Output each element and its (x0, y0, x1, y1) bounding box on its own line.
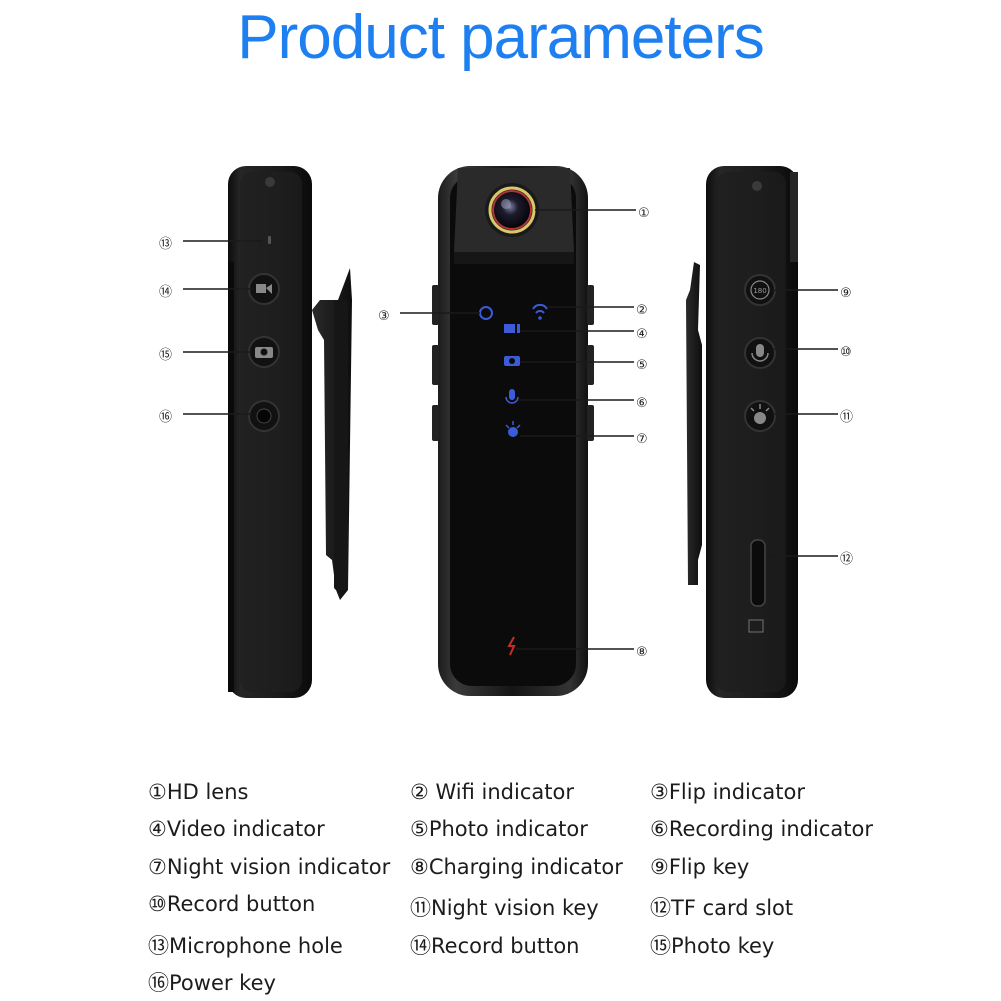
callout-16: ⑯ (159, 410, 172, 425)
legend-item-11: ⑪Night vision key (410, 896, 599, 920)
screw-icon (265, 177, 275, 187)
legend-item-1: ①HD lens (148, 780, 249, 804)
callout-12: ⑫ (840, 552, 853, 567)
legend-item-10: ⑩Record button (148, 892, 316, 916)
callout-15: ⑮ (159, 348, 172, 363)
legend-item-5: ⑤Photo indicator (410, 817, 588, 841)
tf-card-slot (750, 539, 766, 607)
legend-item-12: ⑫TF card slot (650, 896, 794, 920)
page-title: Product parameters (237, 3, 764, 72)
callout-6: ⑥ (636, 396, 648, 411)
legend-item-16: ⑯Power key (148, 971, 276, 995)
device-right-side-view: 180 (686, 166, 798, 698)
legend-item-15: ⑮Photo key (650, 934, 775, 958)
video-indicator-icon (504, 324, 515, 333)
callout-9: ⑨ (840, 286, 852, 301)
night-vision-indicator-icon (508, 427, 518, 437)
legend-item-7: ⑦Night vision indicator (148, 855, 391, 879)
callout-3: ③ (378, 309, 390, 324)
screw-icon (752, 181, 762, 191)
callout-5: ⑤ (636, 358, 648, 373)
charging-indicator-icon (507, 636, 516, 656)
recording-indicator-icon (509, 389, 515, 400)
legend-item-9: ⑨Flip key (650, 855, 750, 879)
legend-item-6: ⑥Recording indicator (650, 817, 873, 841)
wifi-indicator-icon (532, 303, 548, 314)
callout-4: ④ (636, 327, 648, 342)
device-left-side-view (228, 166, 352, 698)
callout-14: ⑭ (159, 285, 172, 300)
callout-8: ⑧ (636, 645, 648, 660)
leader-lines (183, 209, 838, 650)
legend-item-2: ② Wifi indicator (410, 780, 574, 804)
callout-1: ① (638, 206, 650, 221)
callout-2: ② (636, 303, 648, 318)
legend-item-13: ⑬Microphone hole (148, 934, 343, 958)
legend-item-14: ⑭Record button (410, 934, 580, 958)
callout-7: ⑦ (636, 432, 648, 447)
legend-item-4: ④Video indicator (148, 817, 325, 841)
callout-13: ⑬ (159, 237, 172, 252)
device-front-view (432, 166, 594, 696)
callout-11: ⑪ (840, 410, 853, 425)
callout-10: ⑩ (840, 345, 852, 360)
microphone-hole (268, 236, 271, 244)
legend-item-3: ③Flip indicator (650, 780, 806, 804)
flip-key-label: 180 (753, 287, 766, 295)
callout-labels: ⑬ ⑭ ⑮ ⑯ ③ ① ② ④ ⑤ ⑥ ⑦ ⑧ ⑨ ⑩ ⑪ ⑫ (159, 206, 853, 660)
legend-item-8: ⑧Charging indicator (410, 855, 623, 879)
tf-card-icon (748, 619, 764, 633)
